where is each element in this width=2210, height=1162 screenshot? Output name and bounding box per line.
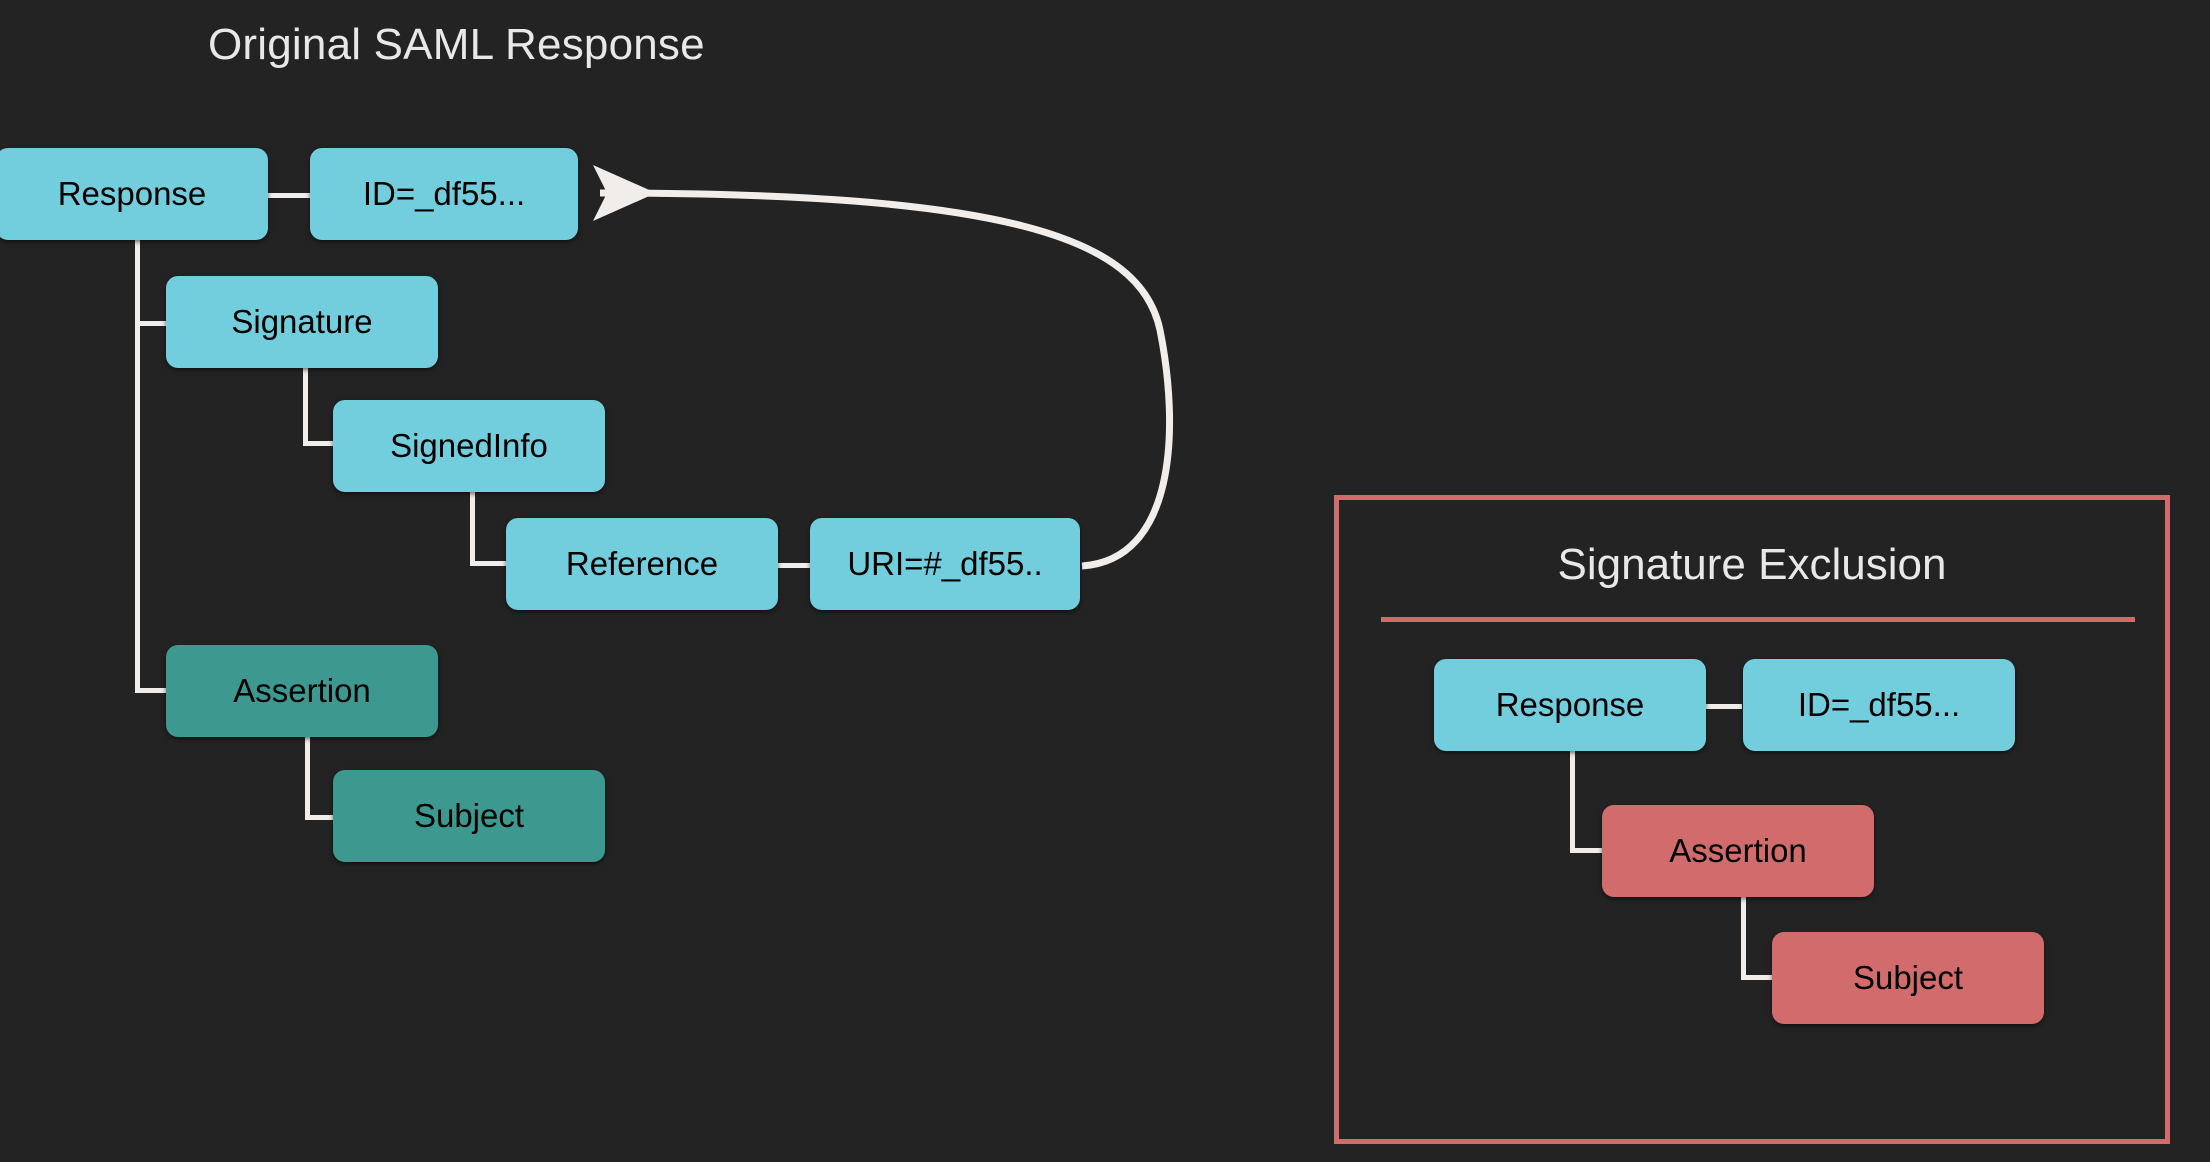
connector-assertion-to-subject: [305, 815, 337, 820]
panel-connector-assertion-to-subject: [1741, 975, 1774, 980]
node-reference[interactable]: Reference: [506, 518, 778, 610]
panel-node-assertion[interactable]: Assertion: [1602, 805, 1874, 897]
connector-response-to-id: [268, 193, 312, 198]
connector-trunk-to-signature: [135, 321, 171, 326]
panel-node-subject[interactable]: Subject: [1772, 932, 2044, 1024]
connector-signature-trunk: [303, 366, 308, 446]
panel-node-response[interactable]: Response: [1434, 659, 1706, 751]
node-id-attr[interactable]: ID=_df55...: [310, 148, 578, 240]
node-response[interactable]: Response: [0, 148, 268, 240]
connector-signedinfo-to-reference: [470, 561, 508, 566]
node-assertion[interactable]: Assertion: [166, 645, 438, 737]
panel-connector-response-trunk: [1570, 748, 1575, 853]
connector-signature-to-signedinfo: [303, 441, 337, 446]
panel-title-divider: [1381, 617, 2135, 622]
node-signature[interactable]: Signature: [166, 276, 438, 368]
panel-node-id-attr[interactable]: ID=_df55...: [1743, 659, 2015, 751]
panel-connector-trunk-to-assertion: [1570, 848, 1602, 853]
connector-response-trunk: [135, 236, 140, 691]
connector-assertion-trunk: [305, 731, 310, 818]
panel-connector-response-to-id: [1692, 704, 1742, 709]
node-subject[interactable]: Subject: [333, 770, 605, 862]
node-uri-attr[interactable]: URI=#_df55..: [810, 518, 1080, 610]
node-signedinfo[interactable]: SignedInfo: [333, 400, 605, 492]
connector-trunk-to-assertion: [135, 688, 171, 693]
signature-exclusion-panel: [1334, 495, 2170, 1144]
left-diagram-title: Original SAML Response: [208, 20, 705, 69]
connector-reference-to-uri: [778, 563, 812, 568]
connector-signedinfo-trunk: [470, 483, 475, 566]
panel-title: Signature Exclusion: [1557, 540, 1947, 589]
panel-connector-assertion-trunk: [1741, 892, 1746, 980]
